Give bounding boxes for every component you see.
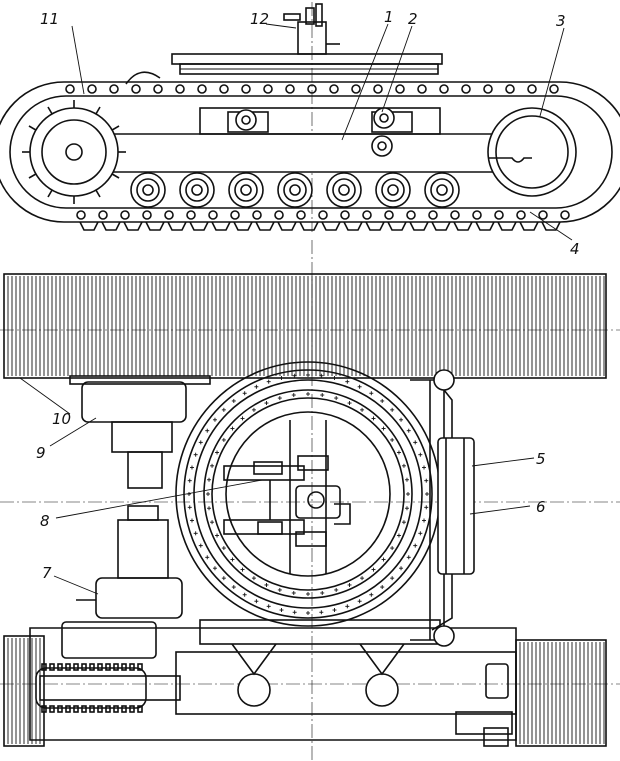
callout-labels: 11 12 1 2 3 4 5 6 7 8 9 10 [36,8,580,582]
lower-left-track [3,635,45,747]
idler-wheel [487,107,577,197]
leader-lines [19,23,573,595]
callout-2: 2 [408,10,418,28]
callout-4: 4 [570,240,580,258]
callout-10: 10 [52,410,71,428]
undercarriage-frame [29,619,517,747]
track-rollers [130,172,460,208]
drive-sprocket [22,100,126,204]
final-drive-gear [35,663,147,713]
drive-cover [125,71,161,85]
callout-5: 5 [536,450,546,468]
callout-7: 7 [42,564,52,582]
callout-3: 3 [556,12,566,30]
upper-track-band [3,273,607,379]
travel-motor-7 [61,505,183,659]
callout-1: 1 [384,8,394,26]
chain-links-bottom [76,210,570,220]
turntable-platform [171,53,443,75]
callout-9: 9 [36,444,46,462]
chain-links-top [65,84,559,94]
callout-6: 6 [536,498,546,516]
carrier-rollers [235,107,395,157]
lower-right-track [515,639,607,747]
top-valve-assembly [283,3,340,55]
rotary-joint [223,420,351,574]
plan-view [0,240,620,761]
side-view [0,2,620,232]
swing-drive-9 [69,375,211,489]
callout-8: 8 [40,512,50,530]
callout-12: 12 [250,10,269,28]
track-chain [0,81,620,231]
cylinder-5 [437,437,475,575]
slewing-ring [175,361,441,627]
callout-11: 11 [40,10,59,28]
track-grousers [79,221,561,231]
